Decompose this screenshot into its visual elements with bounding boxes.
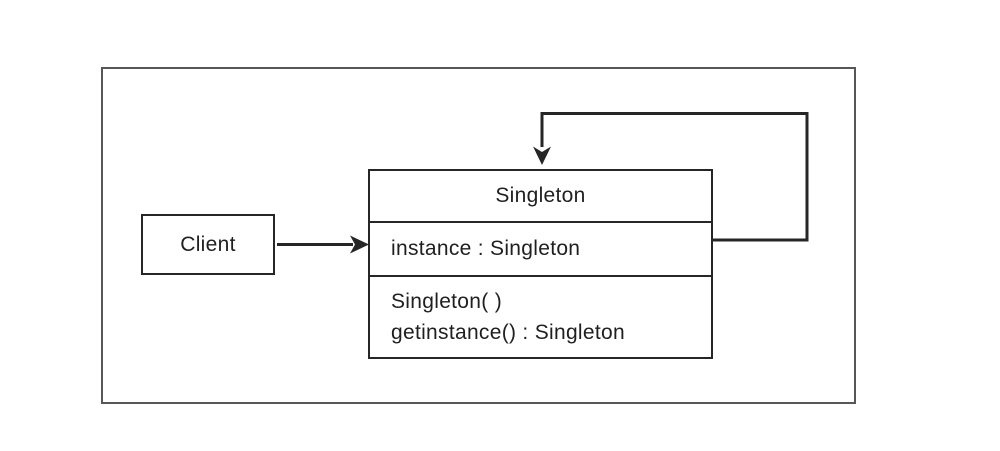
singleton-attributes-compartment: instance : Singleton	[370, 223, 711, 277]
singleton-class-box: Singleton instance : Singleton Singleton…	[368, 169, 713, 359]
client-class-box: Client	[141, 214, 275, 275]
client-class-name: Client	[180, 232, 236, 256]
singleton-name-compartment: Singleton	[370, 171, 711, 223]
singleton-methods-compartment: Singleton( ) getinstance() : Singleton	[370, 277, 711, 357]
singleton-attribute: instance : Singleton	[391, 237, 581, 260]
singleton-method-constructor: Singleton( )	[391, 290, 502, 313]
singleton-method-getinstance: getinstance() : Singleton	[391, 321, 625, 344]
singleton-class-name: Singleton	[495, 184, 586, 207]
